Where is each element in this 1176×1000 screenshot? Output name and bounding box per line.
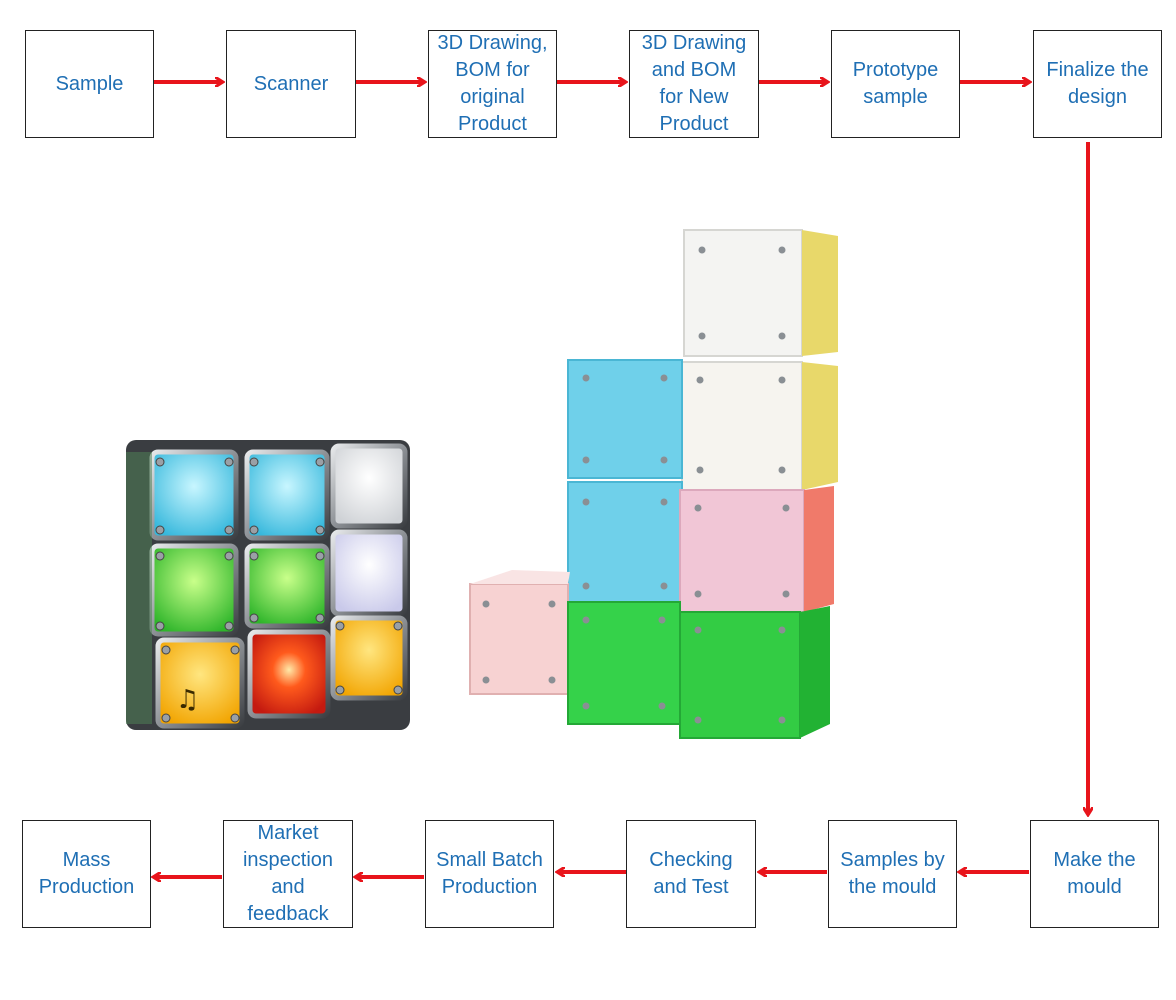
step-sample: Sample: [25, 30, 154, 138]
grid-cell: [155, 637, 245, 729]
step-mass-production: Mass Production: [22, 820, 151, 928]
grid-cell: [149, 543, 239, 637]
music-note-icon: ♫: [176, 685, 199, 715]
cube: [679, 489, 805, 613]
step-scanner: Scanner: [226, 30, 356, 138]
cube-top: [470, 570, 570, 584]
cube-side: [800, 606, 830, 738]
cube: [679, 611, 801, 739]
step-finalize-design: Finalize the design: [1033, 30, 1162, 138]
cube-side: [802, 230, 838, 356]
step-checking-test: Checking and Test: [626, 820, 756, 928]
grid-cell: [244, 449, 330, 541]
cube-side: [802, 362, 838, 490]
cube-side: [804, 486, 834, 612]
grid-cell: [247, 629, 331, 719]
grid-cell: [330, 443, 408, 529]
grid-cell: [330, 529, 408, 617]
step-prototype-sample: Prototype sample: [831, 30, 960, 138]
step-3d-drawing-original: 3D Drawing, BOM for original Product: [428, 30, 557, 138]
step-make-mould: Make the mould: [1030, 820, 1159, 928]
grid-cell: [149, 449, 239, 541]
grid-cell: [330, 615, 408, 701]
grid-cell: [244, 543, 330, 629]
block-grid: ♫: [126, 440, 410, 730]
cube-stack: [469, 229, 838, 739]
step-market-inspection: Market inspection and feedback: [223, 820, 353, 928]
step-3d-drawing-new: 3D Drawing and BOM for New Product: [629, 30, 759, 138]
step-small-batch: Small Batch Production: [425, 820, 554, 928]
step-samples-mould: Samples by the mould: [828, 820, 957, 928]
